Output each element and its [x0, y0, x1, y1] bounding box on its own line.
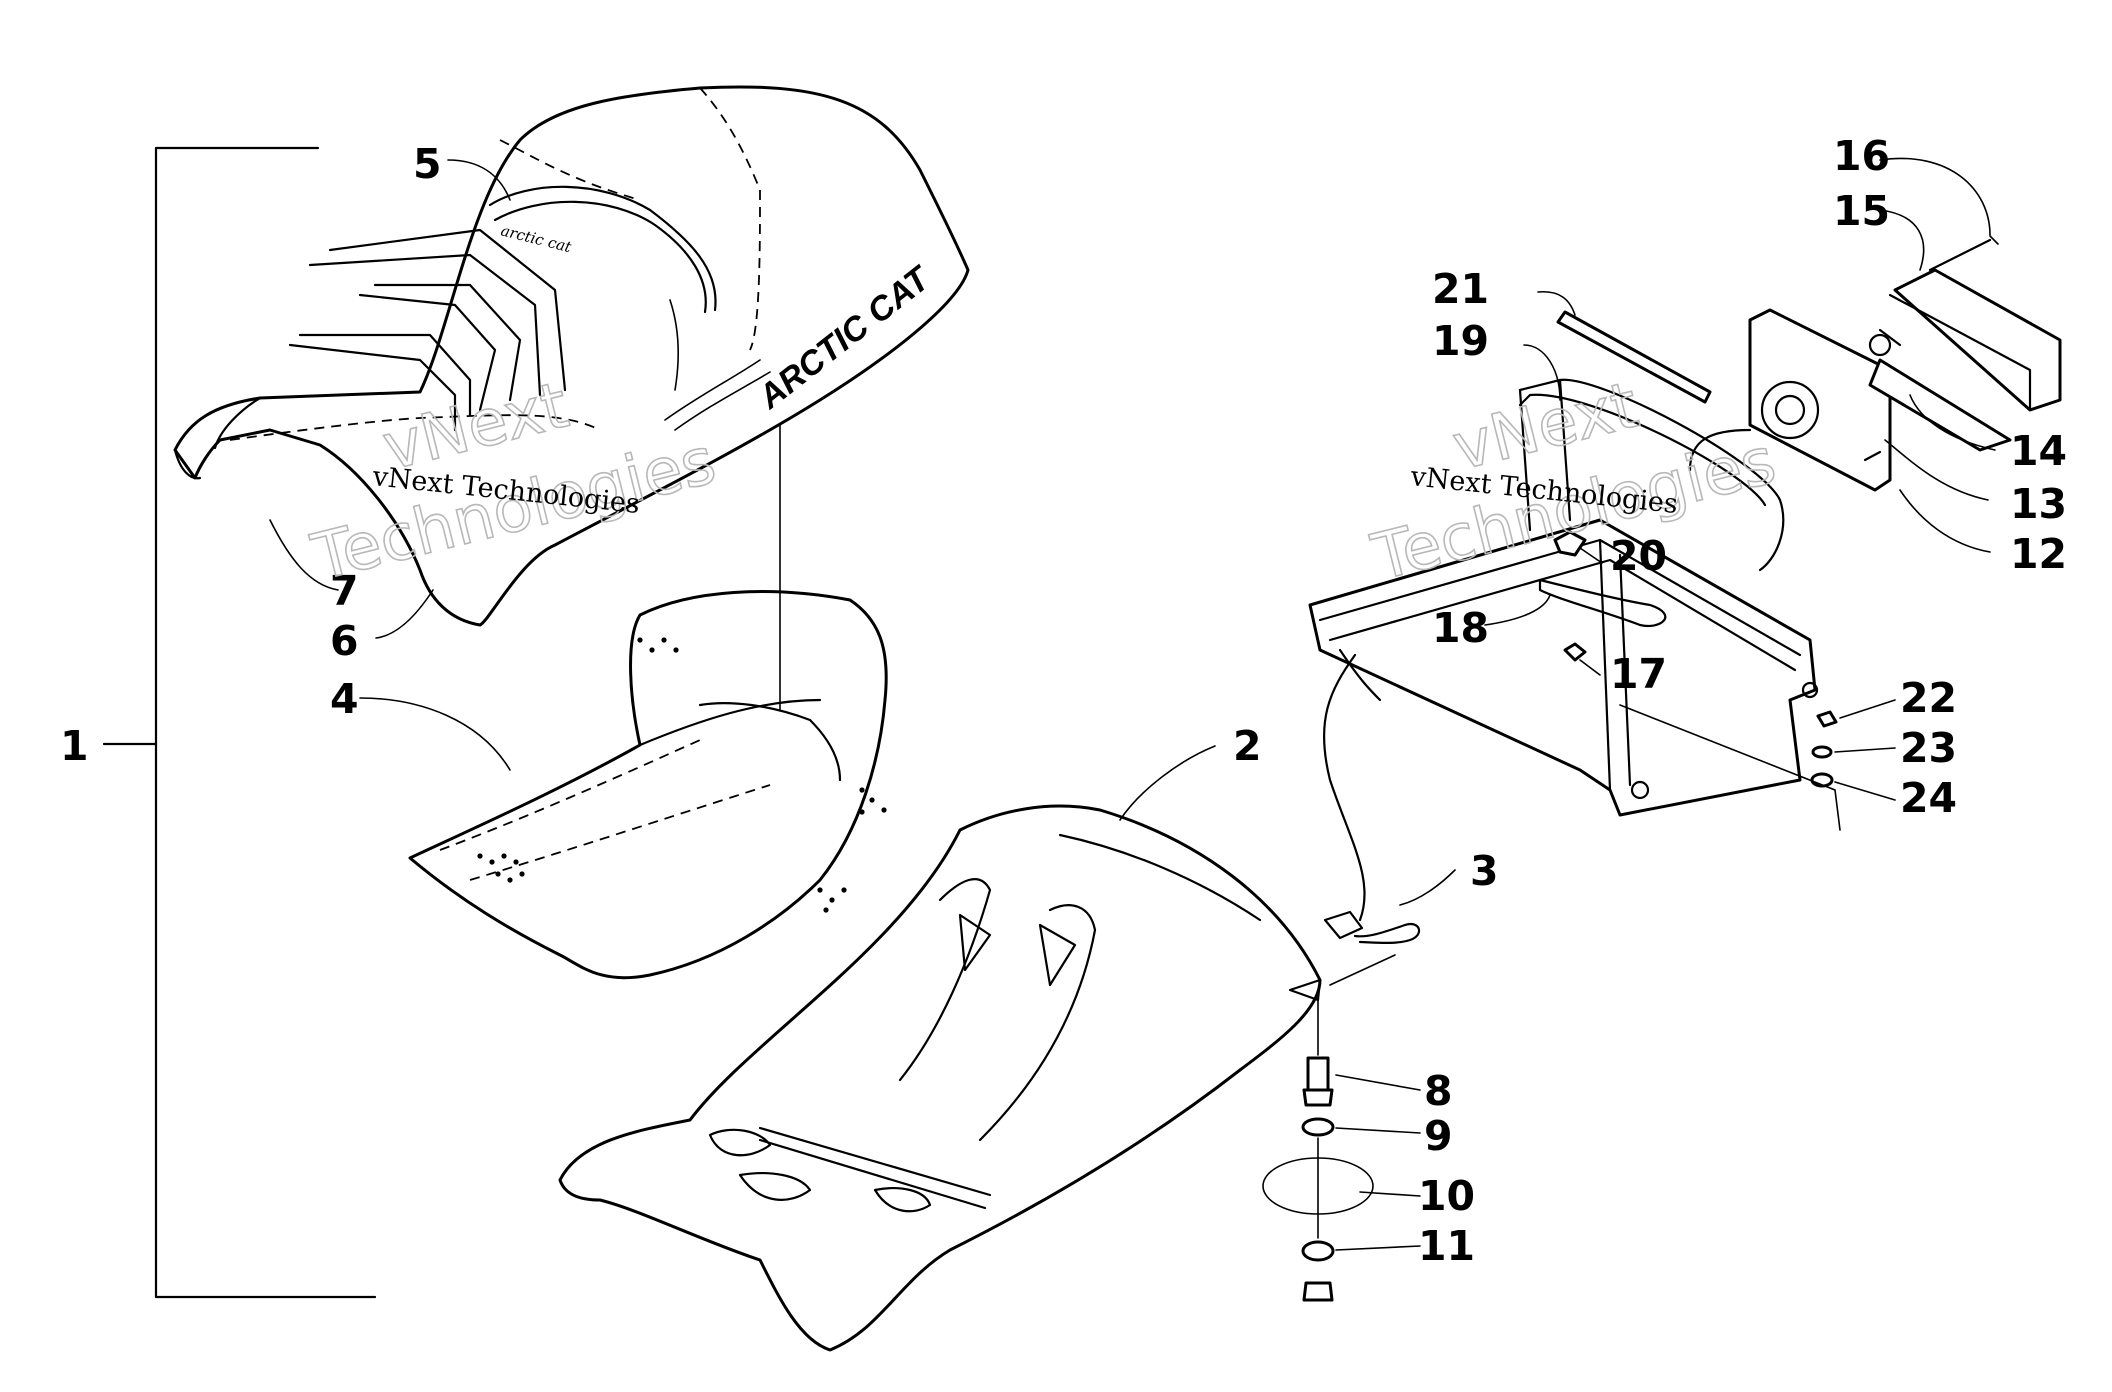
callout-8: 8 [1424, 1067, 1453, 1115]
reflector-strip [1556, 310, 1712, 404]
retaining-pin [1353, 922, 1421, 944]
seat-cover: arctic cat ARCTIC CAT [173, 85, 970, 627]
callout-6: 6 [330, 617, 359, 665]
callout-22: 22 [1900, 674, 1957, 722]
callout-21: 21 [1432, 265, 1489, 313]
callout-2: 2 [1233, 722, 1262, 770]
hardware-stack [1262, 999, 1374, 1302]
callout-17: 17 [1610, 650, 1667, 698]
callout-3: 3 [1470, 847, 1499, 895]
callout-labels: 1 2 3 4 5 6 7 8 9 10 11 12 13 14 15 16 1… [60, 132, 2067, 1270]
callout-5: 5 [413, 140, 442, 188]
callout-20: 20 [1610, 532, 1667, 580]
callout-4: 4 [330, 675, 359, 723]
leader-lines [269, 157, 1996, 1251]
callout-14: 14 [2010, 427, 2067, 475]
callout-11: 11 [1418, 1222, 1475, 1270]
callout-16: 16 [1833, 132, 1890, 180]
callout-9: 9 [1424, 1112, 1453, 1160]
seat-foam [408, 590, 888, 980]
connector [1323, 910, 1364, 940]
taillight-frame [1308, 378, 1819, 817]
callout-7: 7 [330, 567, 359, 615]
callout-23: 23 [1900, 724, 1957, 772]
taillight-assembly [1748, 235, 2062, 492]
callout-12: 12 [2010, 530, 2067, 578]
callout-15: 15 [1833, 187, 1890, 235]
callout-13: 13 [2010, 480, 2067, 528]
assembly-bracket [102, 146, 377, 1299]
callout-1: 1 [60, 722, 89, 770]
watermark-left: vNext Technologies vNext Technologies [304, 368, 723, 597]
callout-24: 24 [1900, 774, 1957, 822]
callout-10: 10 [1418, 1172, 1475, 1220]
foam-dots [477, 637, 887, 913]
seat-base [558, 804, 1322, 1352]
wire-harness [1322, 653, 1366, 922]
callout-18: 18 [1432, 604, 1489, 652]
callout-19: 19 [1432, 317, 1489, 365]
